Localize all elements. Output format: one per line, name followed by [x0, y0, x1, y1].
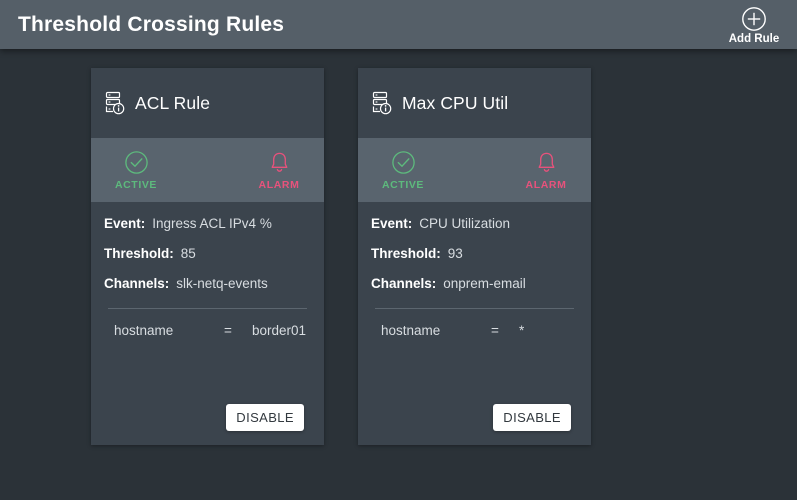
server-info-icon — [104, 91, 126, 115]
status-alarm[interactable]: ALARM — [518, 150, 574, 191]
filter-key: hostname — [381, 323, 441, 338]
channels-value: onprem-email — [443, 276, 526, 291]
rule-card[interactable]: ACL Rule ACTIVE ALAR — [91, 68, 324, 445]
threshold-value: 85 — [180, 246, 196, 261]
card-title: Max CPU Util — [402, 92, 509, 113]
card-footer: DISABLE — [358, 389, 591, 445]
filter-operator: = — [491, 323, 499, 338]
filter-value: border01 — [252, 323, 307, 338]
plus-circle-icon — [741, 6, 767, 32]
event-value: Ingress ACL IPv4 % — [152, 216, 272, 231]
top-bar: Threshold Crossing Rules Add Rule — [0, 0, 797, 49]
status-alarm-label: ALARM — [258, 178, 300, 191]
channels-label: Channels: — [104, 276, 170, 291]
bell-icon — [534, 150, 559, 175]
card-title: ACL Rule — [135, 92, 211, 113]
divider — [375, 308, 574, 309]
card-footer: DISABLE — [91, 389, 324, 445]
channels-value: slk-netq-events — [176, 276, 268, 291]
card-body: Event: Ingress ACL IPv4 % Threshold: 85 … — [91, 202, 324, 389]
detail-row-threshold: Threshold: 85 — [104, 246, 311, 261]
bell-icon — [267, 150, 292, 175]
event-label: Event: — [371, 216, 413, 231]
disable-button[interactable]: DISABLE — [493, 403, 571, 431]
card-body: Event: CPU Utilization Threshold: 93 Cha… — [358, 202, 591, 389]
status-active[interactable]: ACTIVE — [108, 150, 164, 191]
event-value: CPU Utilization — [419, 216, 511, 231]
add-rule-button[interactable]: Add Rule — [711, 0, 797, 49]
disable-button[interactable]: DISABLE — [226, 403, 304, 431]
add-rule-label: Add Rule — [728, 33, 780, 45]
page-title: Threshold Crossing Rules — [18, 12, 285, 36]
filter-operator: = — [224, 323, 232, 338]
server-info-icon — [371, 91, 393, 115]
card-header: ACL Rule — [91, 68, 324, 138]
event-label: Event: — [104, 216, 146, 231]
detail-row-event: Event: Ingress ACL IPv4 % — [104, 216, 311, 231]
status-alarm-label: ALARM — [525, 178, 567, 191]
threshold-value: 93 — [447, 246, 463, 261]
channels-label: Channels: — [371, 276, 437, 291]
rule-card[interactable]: Max CPU Util ACTIVE — [358, 68, 591, 445]
filter-row: hostname = border01 — [104, 309, 311, 338]
status-active[interactable]: ACTIVE — [375, 150, 431, 191]
filter-key: hostname — [114, 323, 174, 338]
check-circle-icon — [391, 150, 416, 175]
rules-card-list: ACL Rule ACTIVE ALAR — [91, 68, 591, 445]
detail-row-channels: Channels: slk-netq-events — [104, 276, 311, 291]
status-active-label: ACTIVE — [381, 178, 425, 191]
threshold-label: Threshold: — [371, 246, 441, 261]
filter-value: * — [519, 323, 525, 338]
threshold-label: Threshold: — [104, 246, 174, 261]
detail-row-threshold: Threshold: 93 — [371, 246, 578, 261]
card-status-strip: ACTIVE ALARM — [91, 138, 324, 202]
status-alarm[interactable]: ALARM — [251, 150, 307, 191]
detail-row-event: Event: CPU Utilization — [371, 216, 578, 231]
check-circle-icon — [124, 150, 149, 175]
divider — [108, 308, 307, 309]
card-status-strip: ACTIVE ALARM — [358, 138, 591, 202]
filter-row: hostname = * — [371, 309, 578, 338]
card-header: Max CPU Util — [358, 68, 591, 138]
detail-row-channels: Channels: onprem-email — [371, 276, 578, 291]
status-active-label: ACTIVE — [114, 178, 158, 191]
